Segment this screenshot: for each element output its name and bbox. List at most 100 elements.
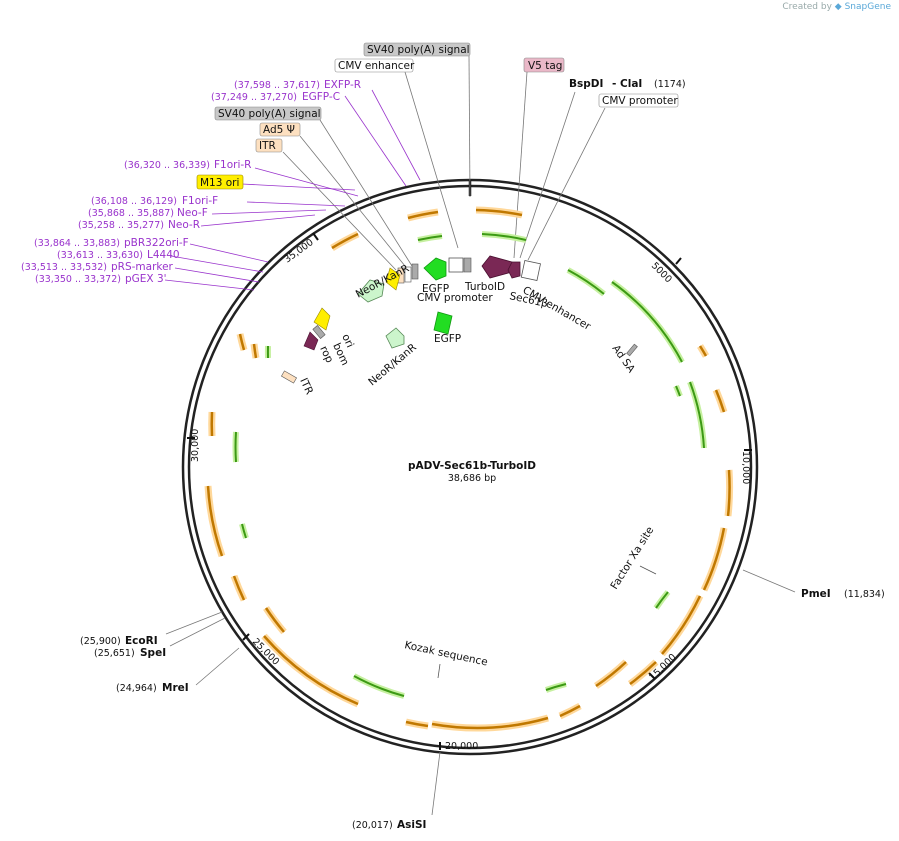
sv40-left-label: SV40 poly(A) signal	[218, 108, 321, 120]
green-orf-arc	[655, 591, 669, 609]
site-pmei-pos: (11,834)	[844, 589, 885, 600]
site-ecori-name: EcoRI	[125, 635, 158, 647]
label-turboid: TurboID	[464, 281, 505, 293]
orf-arc	[263, 635, 359, 706]
itr-feature-inner	[281, 370, 297, 384]
orf-glow	[261, 633, 360, 708]
label-ori: ori	[339, 332, 356, 349]
cmv-promoter-top-box	[598, 93, 679, 108]
green-orf-arc	[241, 523, 247, 539]
primer-pos: (35,868 .. 35,887)	[88, 208, 174, 219]
primer-pos: (33,613 .. 33,630)	[57, 250, 143, 261]
m13-ori-label: M13 ori	[200, 177, 239, 189]
orf-arc	[252, 343, 258, 359]
green-orf-arc	[481, 233, 527, 241]
egfp-arrow	[423, 257, 447, 281]
site-spei-pos: (25,651)	[94, 648, 135, 659]
label-neokanr-2: NeoR/KanR	[366, 341, 419, 388]
v5-tag-box	[523, 57, 565, 73]
primer-name: Neo-F	[177, 207, 208, 219]
tick-label-35000: 35,000	[282, 237, 315, 265]
orf-arc	[559, 704, 581, 718]
site-bspdi-pos: (1174)	[654, 79, 686, 90]
orf-arc	[702, 527, 726, 591]
cmv-enhancer-top-box	[334, 58, 414, 73]
primer-pos: (33,864 .. 33,883)	[34, 238, 120, 249]
primer-pos: (37,598 .. 37,617)	[234, 80, 320, 91]
orf-arc	[238, 333, 246, 351]
orf-arc	[407, 210, 439, 220]
tick-label-30000: 30,000	[190, 429, 201, 462]
orf-arc	[714, 389, 726, 413]
primer-pos: (33,350 .. 33,372)	[35, 274, 121, 285]
primer-name: pRS-marker	[111, 261, 174, 273]
primer-pos: (35,258 .. 35,277)	[78, 220, 164, 231]
itr-top-box	[255, 138, 283, 153]
label-egfp-1: EGFP	[422, 283, 449, 295]
neokanr-arrow-2	[385, 327, 405, 349]
orf-arc	[698, 345, 708, 357]
snapgene-credit: Created by ◆ SnapGene	[782, 2, 891, 12]
primer-name: F1ori-F	[182, 195, 218, 207]
sv40-top-box	[363, 42, 471, 57]
bom-feature	[312, 325, 326, 339]
primer-name: pGEX 3'	[125, 273, 167, 285]
label-kozak: Kozak sequence	[403, 639, 488, 668]
site-spei-name: SpeI	[140, 647, 166, 659]
ad5-box	[259, 122, 301, 137]
sv40-feature	[463, 257, 472, 273]
orf-arc	[331, 232, 359, 250]
site-mrei-name: MreI	[162, 682, 189, 694]
ad-sa-feature	[626, 343, 638, 357]
tick-label-5000: 5000	[649, 260, 674, 285]
tick-5000	[675, 257, 682, 265]
kozak-mark	[437, 663, 441, 679]
green-orf-arc	[567, 269, 605, 295]
site-mrei-pos: (24,964)	[116, 683, 157, 694]
tick-35000	[312, 232, 319, 241]
ori-arrow	[313, 307, 331, 331]
credit-brand: SnapGene	[844, 2, 891, 12]
green-orf-arc	[545, 683, 567, 691]
cmv-promoter-feature	[448, 257, 464, 273]
features-top	[281, 255, 657, 679]
snapgene-logo-icon: ◆	[834, 2, 842, 12]
cmv-enhancer-top-label: CMV enhancer	[338, 60, 415, 72]
plasmid-name: pADV-Sec61b-TurboID	[408, 460, 536, 472]
primer-pos: (36,320 .. 36,339)	[124, 160, 210, 171]
itr-top-label: ITR	[259, 140, 276, 152]
credit-prefix: Created by	[782, 2, 832, 12]
m13-ori-box	[196, 174, 244, 190]
cmv-promoter-top-label: CMV promoter	[602, 95, 678, 107]
primer-name: L4440	[147, 249, 180, 261]
green-orf-arc	[353, 675, 405, 697]
m13-ori-arrow	[385, 267, 401, 291]
primer-name: EGFP-C	[302, 91, 340, 103]
site-bspdi-name: BspDI	[569, 78, 603, 90]
sv40-left-box	[214, 106, 322, 121]
orf-arcs	[204, 206, 734, 732]
label-factor-xa: Factor Xa site	[608, 525, 656, 592]
orf-glow	[204, 485, 226, 558]
orf-arc	[264, 607, 285, 633]
primer-name: Neo-R	[168, 219, 200, 231]
green-orf-arc	[417, 235, 443, 241]
orf-arc	[206, 485, 224, 557]
plasmid-length: 38,686 bp	[448, 473, 496, 484]
orf-arc	[661, 595, 702, 655]
orf-arc	[232, 575, 246, 601]
green-orf-arc	[689, 381, 705, 449]
site-asisi-pos: (20,017)	[352, 820, 393, 831]
cmv-enhancer-feature	[520, 260, 541, 281]
orf-arc	[595, 661, 627, 688]
site-clai-name: - ClaI	[612, 78, 642, 90]
green-orf-arc	[675, 385, 681, 397]
green-orf-arc	[611, 281, 683, 363]
orf-arc	[629, 661, 657, 686]
tick-label-10000: 10,000	[740, 451, 751, 484]
green-glow	[687, 380, 707, 449]
label-cmv-enhancer-inner: CMV enhancer	[521, 284, 594, 333]
label-egfp-2: EGFP	[434, 333, 461, 345]
sv40-top-label: SV40 poly(A) signal	[367, 44, 470, 56]
